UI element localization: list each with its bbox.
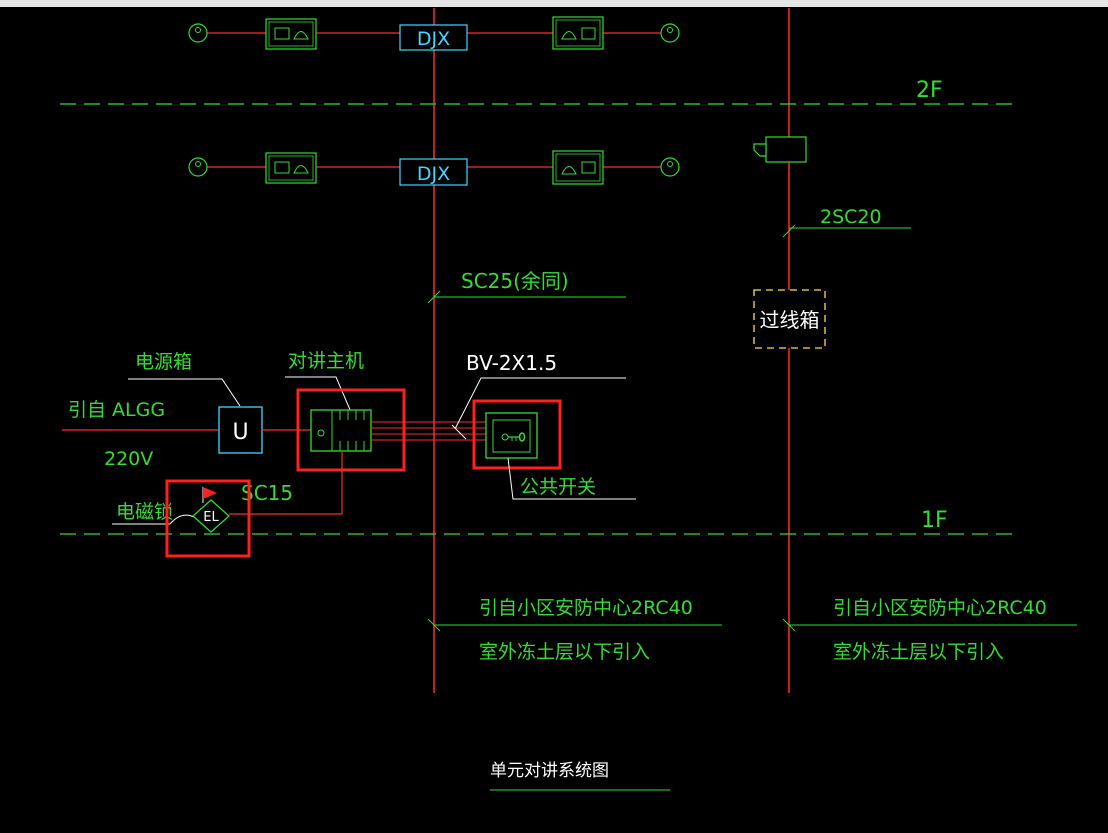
doorbell-icon	[660, 23, 680, 43]
indoor-phone-icon	[552, 150, 604, 185]
label-power-box: 电源箱	[135, 351, 192, 373]
diagram-title: 单元对讲系统图	[490, 761, 609, 781]
doorbell-icon	[660, 157, 680, 177]
intercom-main-unit	[310, 409, 372, 452]
svg-text:DJX: DJX	[417, 28, 450, 50]
power-box: U	[218, 406, 263, 454]
djx-decoder-box: DJX	[399, 24, 468, 51]
label-sc25: SC25(余同)	[461, 269, 569, 293]
highlight-public-switch	[472, 399, 562, 470]
floor-label-2f: 2F	[916, 78, 943, 103]
indoor-phone-icon	[265, 152, 317, 184]
magnetic-lock: EL	[192, 487, 230, 533]
label-source-algg: 引自 ALGG	[68, 399, 165, 421]
label-feed-right-1: 引自小区安防中心2RC40	[833, 597, 1047, 619]
camera-icon	[753, 136, 807, 163]
window-top-bar	[0, 0, 1108, 7]
indoor-phone-icon	[265, 18, 317, 50]
label-magnetic-lock: 电磁锁	[116, 501, 173, 523]
label-feed-right-2: 室外冻土层以下引入	[833, 641, 1004, 663]
label-public-switch: 公共开关	[520, 476, 596, 498]
flag-icon	[203, 487, 217, 499]
junction-box: 过线箱	[753, 289, 826, 349]
floor-row-bottom: DJX	[188, 150, 680, 186]
svg-text:EL: EL	[203, 510, 219, 525]
label-bv-cable: BV-2X1.5	[466, 351, 557, 375]
label-feed-left-1: 引自小区安防中心2RC40	[479, 597, 693, 619]
floor-row-top: DJX	[188, 16, 680, 51]
svg-text:U: U	[232, 420, 248, 445]
label-2sc20: 2SC20	[820, 206, 882, 228]
svg-text:DJX: DJX	[417, 163, 450, 185]
svg-text:过线箱: 过线箱	[760, 308, 820, 332]
public-switch	[485, 412, 538, 459]
label-voltage: 220V	[104, 448, 153, 470]
label-main-unit: 对讲主机	[288, 350, 364, 372]
highlight-main-unit	[296, 388, 406, 472]
doorbell-icon	[188, 157, 208, 177]
indoor-phone-icon	[552, 16, 604, 50]
djx-decoder-box: DJX	[399, 158, 468, 186]
floor-label-1f: 1F	[921, 508, 948, 533]
label-feed-left-2: 室外冻土层以下引入	[479, 641, 650, 663]
doorbell-icon	[188, 23, 208, 43]
highlight-magnetic-lock	[165, 479, 251, 558]
